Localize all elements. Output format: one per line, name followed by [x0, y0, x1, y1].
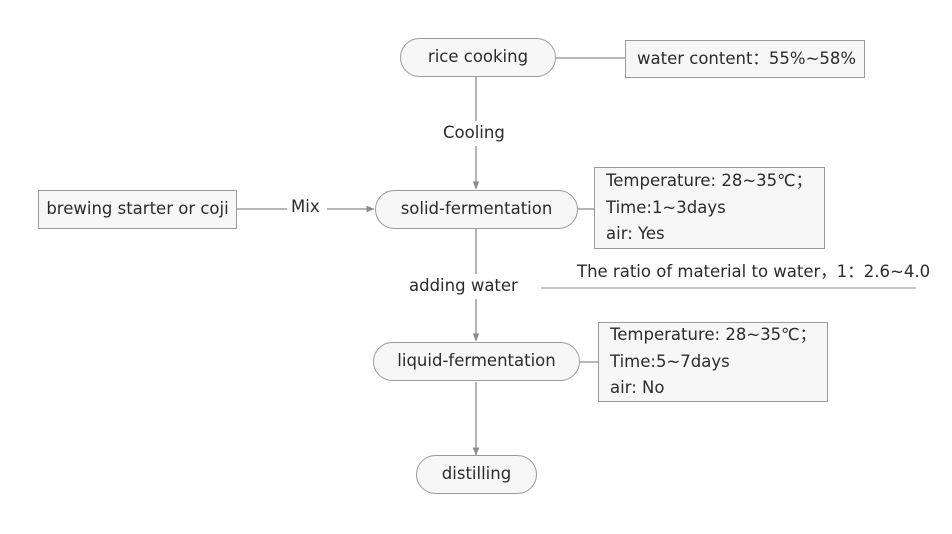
- node-rice-cooking[interactable]: rice cooking: [400, 38, 556, 77]
- node-solid-fermentation-label: solid-fermentation: [400, 199, 553, 219]
- infobox-water-content-line-1: water content：55%~58%: [637, 48, 857, 68]
- node-liquid-fermentation[interactable]: liquid-fermentation: [373, 342, 580, 381]
- infobox-solid-params-line-1: Temperature: 28~35℃；: [606, 170, 813, 190]
- infobox-water-content: water content：55%~58%: [625, 40, 865, 78]
- edge-label-adding-water: adding water: [406, 276, 521, 295]
- node-liquid-fermentation-label: liquid-fermentation: [397, 351, 556, 371]
- edge-label-mix: Mix: [288, 197, 323, 216]
- node-brewing-starter-label: brewing starter or coji: [46, 199, 229, 219]
- infobox-solid-params-line-3: air: Yes: [606, 224, 665, 244]
- node-solid-fermentation[interactable]: solid-fermentation: [375, 190, 578, 229]
- node-distilling-label: distilling: [441, 464, 512, 484]
- infobox-liquid-params-line-1: Temperature: 28~35℃；: [610, 324, 817, 344]
- infobox-liquid-fermentation-params: Temperature: 28~35℃； Time:5~7days air: N…: [598, 322, 828, 402]
- infobox-liquid-params-line-3: air: No: [610, 378, 665, 398]
- infobox-liquid-params-line-2: Time:5~7days: [610, 351, 730, 371]
- node-rice-cooking-label: rice cooking: [427, 47, 529, 67]
- node-brewing-starter[interactable]: brewing starter or coji: [38, 190, 237, 229]
- edge-label-cooling: Cooling: [440, 123, 508, 142]
- node-distilling[interactable]: distilling: [416, 455, 537, 494]
- note-material-water-ratio: The ratio of material to water，1：2.6~4.0: [577, 262, 931, 281]
- infobox-solid-fermentation-params: Temperature: 28~35℃； Time:1~3days air: Y…: [594, 167, 825, 249]
- infobox-solid-params-line-2: Time:1~3days: [606, 197, 726, 217]
